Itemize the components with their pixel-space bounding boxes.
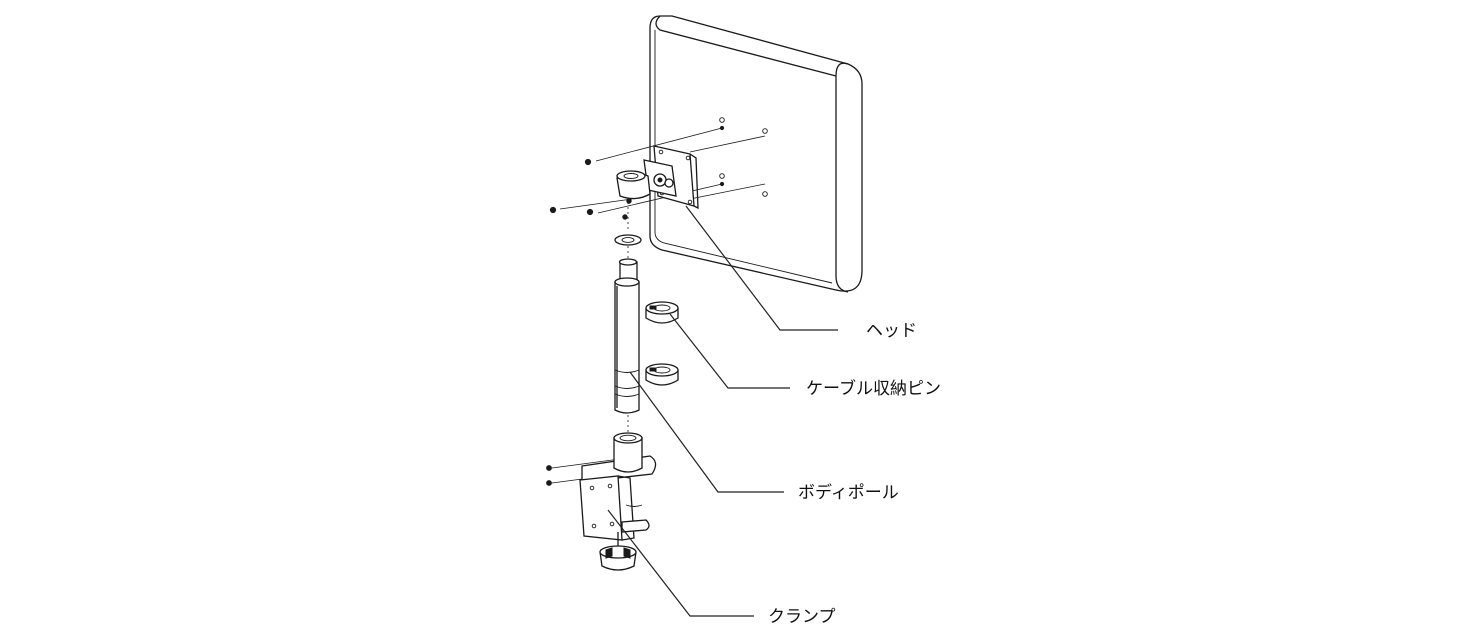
cable-pin-upper <box>645 301 679 324</box>
washer <box>614 234 642 246</box>
label-head: ヘッド <box>866 321 917 341</box>
clamp-assembly <box>579 432 657 571</box>
leader-head <box>685 205 838 331</box>
leader-lines <box>607 205 838 617</box>
vesa-holes <box>719 117 768 197</box>
label-cable-pin: ケーブル収納ピン <box>806 378 941 399</box>
label-body-pole: ボディポール <box>798 482 899 503</box>
body-pole <box>614 258 640 414</box>
leader-clamp <box>607 509 754 617</box>
cable-pin-lower <box>645 363 679 386</box>
leader-body-pole <box>629 371 784 493</box>
leader-cable-pin <box>669 313 790 389</box>
label-clamp: クランプ <box>768 607 836 627</box>
head-bracket <box>616 145 699 210</box>
screws <box>546 125 725 486</box>
monitor-panel <box>649 15 863 293</box>
